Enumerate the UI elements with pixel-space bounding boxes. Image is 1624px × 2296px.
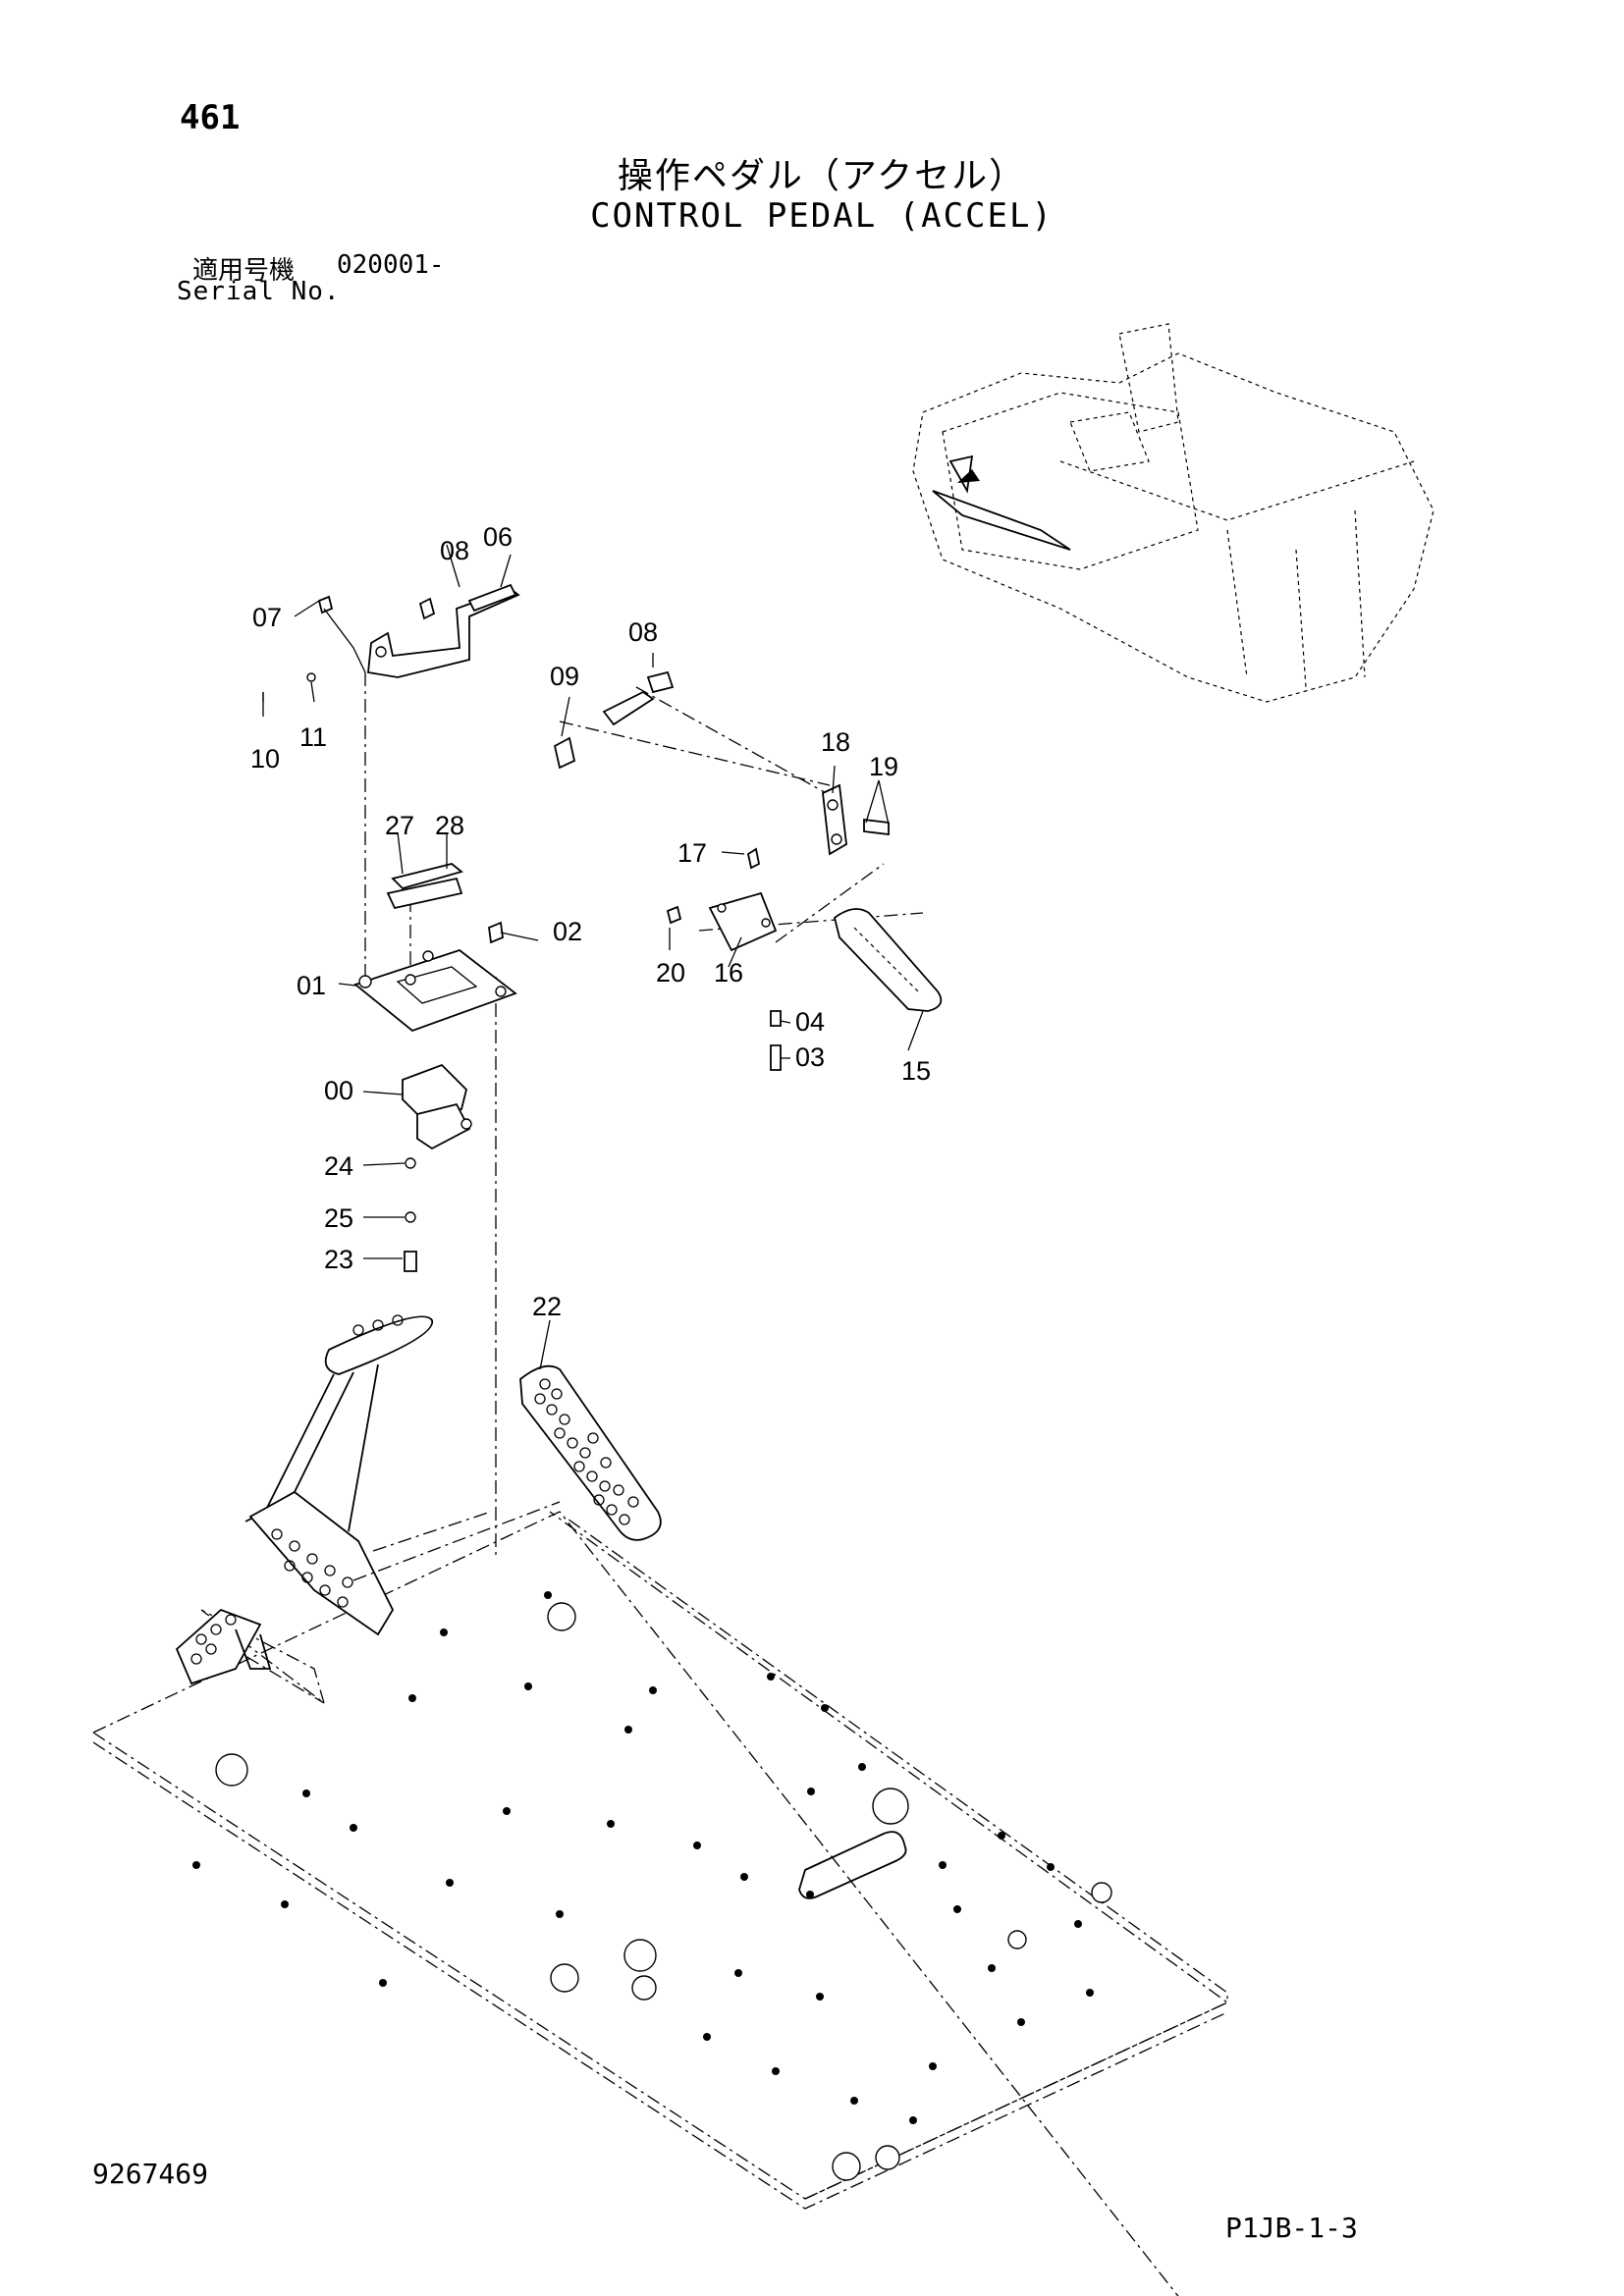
- callout-25: 22: [532, 1292, 562, 1321]
- callout-07: 07: [252, 603, 282, 632]
- leader-lines: [262, 544, 924, 1370]
- callout-28: 28: [435, 811, 464, 840]
- callout-15: 15: [901, 1056, 931, 1086]
- callout-18: 18: [821, 727, 850, 757]
- drawing-number: 9267469: [92, 2158, 209, 2190]
- machine-overview-illustration: [912, 323, 1435, 703]
- callout-27: 27: [385, 811, 414, 840]
- travel-pedal-reference: [175, 1314, 561, 1705]
- callout-09: 09: [550, 662, 579, 691]
- page-number: 461: [180, 98, 241, 137]
- callout-24: 25: [324, 1203, 353, 1233]
- cover-27-28: [386, 863, 463, 910]
- accel-pedal-25: [519, 1364, 662, 1541]
- callout-06: 06: [483, 522, 513, 552]
- linkage-08: [553, 670, 675, 770]
- callout-02: 02: [553, 917, 582, 946]
- floor-plate: [92, 1511, 1229, 2296]
- sensor-00: [402, 1063, 472, 1272]
- callout-00: 00: [324, 1076, 353, 1105]
- callout-01: 01: [297, 971, 326, 1000]
- callout-23: 24: [324, 1151, 353, 1181]
- serial-number-value: 020001-: [337, 250, 445, 280]
- callout-12: 11: [299, 722, 327, 752]
- floor-plate-holes: [192, 1591, 1112, 2181]
- plate-01: [353, 921, 517, 1033]
- accel-bracket-16-18: [666, 783, 943, 1071]
- callout-22: 23: [324, 1245, 353, 1274]
- bracket-06: [262, 583, 520, 702]
- callout-16: 16: [714, 958, 743, 988]
- title-english: CONTROL PEDAL (ACCEL): [590, 196, 1054, 236]
- callout-11: 10: [250, 744, 280, 774]
- title-japanese: 操作ペダル（アクセル）: [617, 156, 1027, 196]
- serial-label-japanese: 適用号機: [192, 256, 296, 286]
- callout-04: 04: [795, 1007, 825, 1037]
- callout-19: 19: [869, 752, 898, 781]
- callout-03: 03: [795, 1042, 825, 1072]
- callout-08: 08: [628, 617, 658, 647]
- callout-10: 08: [440, 536, 469, 565]
- serial-label-english: Serial No.: [177, 277, 341, 306]
- callout-labels: 08 06 07 08 09 11 10 18 19 27 28 17 02 0…: [250, 522, 931, 1321]
- callout-17: 17: [677, 838, 707, 868]
- sheet-code: P1JB-1-3: [1225, 2212, 1358, 2244]
- callout-20: 20: [656, 958, 685, 988]
